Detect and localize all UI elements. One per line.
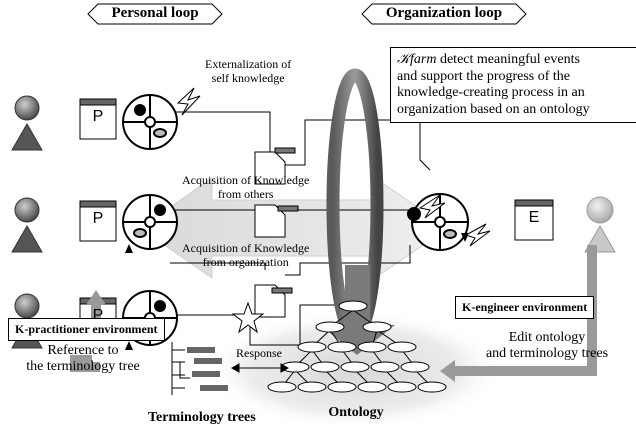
reference-line-2: the terminology tree xyxy=(26,359,140,375)
connector-lines xyxy=(170,111,431,346)
note-line-4: organization based on an ontology xyxy=(397,101,590,117)
externalization-line-2: self knowledge xyxy=(211,70,285,85)
practitioner-window-1: P xyxy=(92,108,104,125)
event-lightning-icons xyxy=(176,87,491,247)
externalization-label: Externalization of self knowledge xyxy=(205,57,292,86)
process-cycle-icon-2 xyxy=(122,194,178,250)
personal-loop-banner: Personal loop xyxy=(111,5,199,21)
note-line-1: detect meaningful events xyxy=(436,52,580,67)
externalization-line-1: Externalization of xyxy=(205,57,292,71)
organization-loop-banner: Organization loop xyxy=(385,5,503,21)
organization-loop-banner-shape xyxy=(361,3,527,25)
ontology-title: Ontology xyxy=(328,405,384,420)
personal-loop-banner-shape xyxy=(87,3,223,25)
engineer-person-icon xyxy=(584,196,616,253)
k-engineer-environment-label: K-engineer environment xyxy=(455,296,595,319)
acquisition-others-label: Acquisition of Knowledge from others xyxy=(182,173,310,202)
practitioner-person-icon-1 xyxy=(11,95,43,151)
process-cycle-icon-1 xyxy=(122,94,178,150)
acq-org-line-2: from organization xyxy=(202,254,289,269)
response-label: Response xyxy=(236,346,282,360)
k-practitioner-environment-label: K-practitioner environment xyxy=(8,318,165,341)
reference-line-1: Reference to xyxy=(47,343,119,358)
kfarm-description-note: 𝒦farm detect meaningful events and suppo… xyxy=(390,47,636,124)
note-line-3: knowledge-creating process in an xyxy=(397,85,585,101)
acq-others-line-1: Acquisition of Knowledge xyxy=(182,173,310,187)
terminology-tree xyxy=(171,342,228,395)
acq-others-line-2: from others xyxy=(217,186,274,201)
reference-label: Reference to the terminology tree xyxy=(8,343,158,375)
edit-line-1: Edit ontology xyxy=(508,330,586,345)
ontology-tree xyxy=(267,300,447,393)
document-icons xyxy=(254,147,299,318)
star-icon xyxy=(231,301,265,334)
response-arrow xyxy=(230,363,290,373)
kfarm-name: 𝒦farm xyxy=(397,52,437,67)
note-line-2: and support the progress of the xyxy=(397,68,571,84)
acq-org-line-1: Acquisition of Knowledge xyxy=(182,241,310,255)
acquisition-organization-label: Acquisition of Knowledge from organizati… xyxy=(182,241,310,270)
practitioner-person-icon-2 xyxy=(11,197,43,253)
terminology-trees-title: Terminology trees xyxy=(148,410,256,425)
edit-ontology-label: Edit ontology and terminology trees xyxy=(468,330,626,362)
practitioner-window-2: P xyxy=(92,210,104,227)
edit-line-2: and terminology trees xyxy=(485,346,609,362)
engineer-window: E xyxy=(528,209,540,226)
practitioner-window-3: P xyxy=(92,307,104,324)
